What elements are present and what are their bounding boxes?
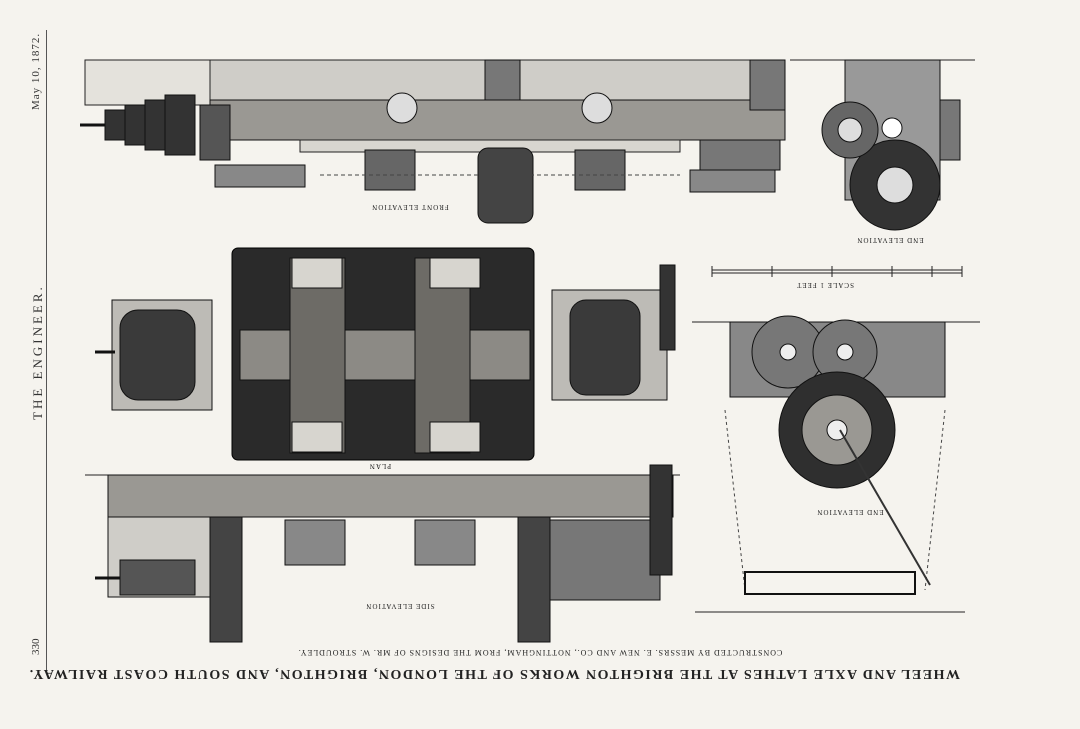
side-elevation-drawing [85,464,680,643]
plate-title: WHEEL AND AXLE LATHES AT THE BRIGHTON WO… [28,666,960,681]
end-elevation-top-label: END ELEVATION [856,236,924,244]
scale-bar [711,266,963,277]
plan-drawing [95,247,676,461]
end-elevation-bottom-label: END ELEVATION [816,508,884,516]
front-elevation-drawing [80,59,786,224]
credit-line: CONSTRUCTED BY MESSRS. E. NEW AND CO., N… [297,648,783,657]
plan-label: PLAN [368,462,392,470]
front-elevation-label: FRONT ELEVATION [371,203,449,211]
end-elevation-top-drawing [790,59,975,231]
scale-label: SCALE 1 FEET [796,281,854,289]
margin-rule [46,30,47,670]
side-elevation-label: SIDE ELEVATION [365,602,435,610]
end-elevation-bottom-drawing [692,315,980,613]
